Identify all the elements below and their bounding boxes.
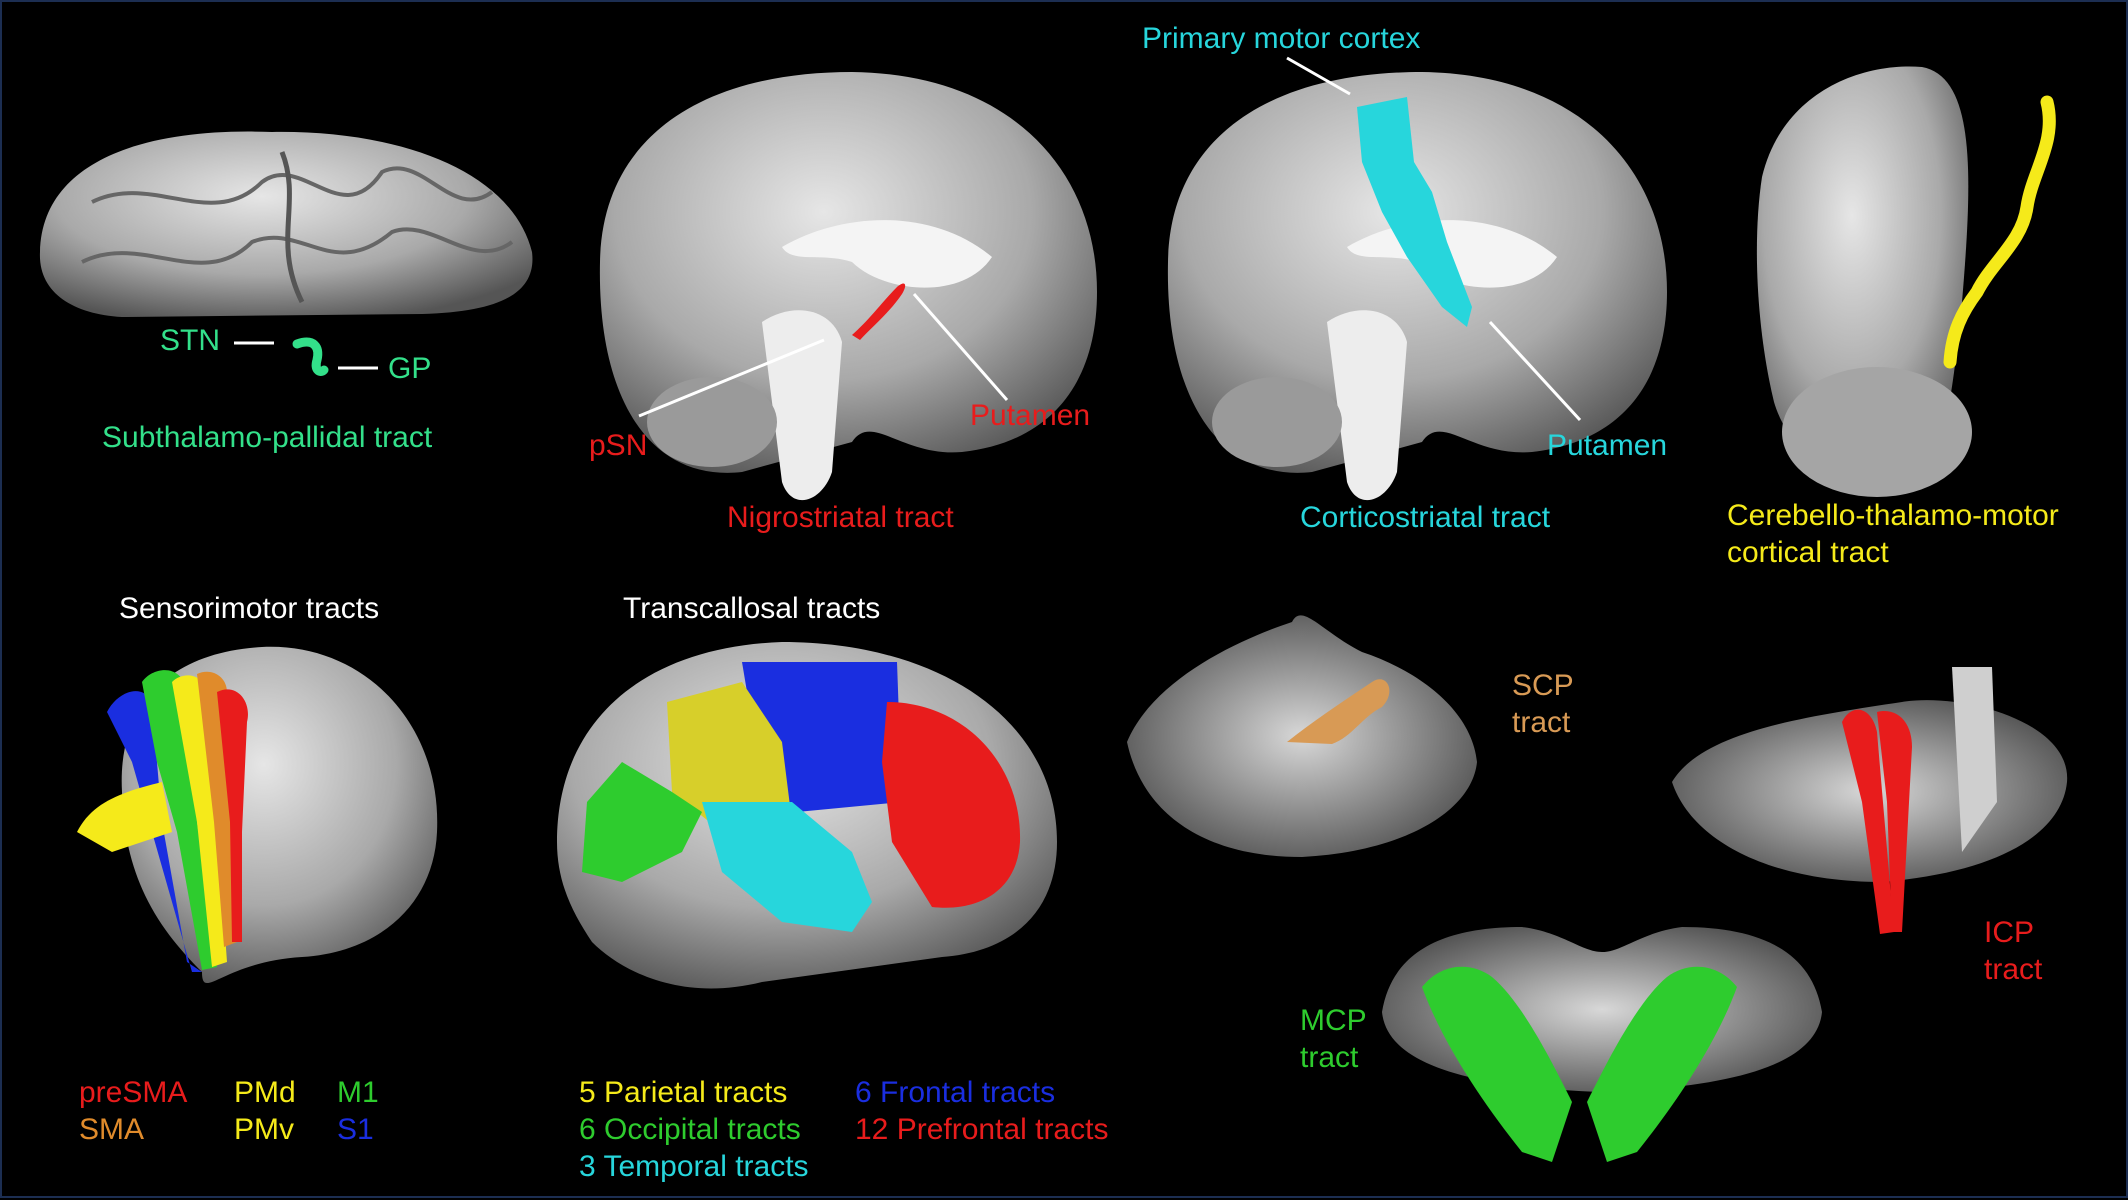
transcallosal-title: Transcallosal tracts — [623, 592, 881, 625]
psn-label: pSN — [589, 429, 648, 462]
cerebello-title-line2: cortical tract — [1727, 536, 1889, 569]
legend-pmv: PMv — [234, 1113, 294, 1146]
nigrostriatal-tract — [852, 283, 906, 340]
scp-label-line2: tract — [1512, 706, 1571, 739]
legend-frontal: 6 Frontal tracts — [855, 1076, 1056, 1109]
putamen3-pointer — [1488, 320, 1582, 422]
psn-pointer — [638, 338, 825, 418]
subthalamo-pallidal-title: Subthalamo-pallidal tract — [102, 421, 433, 454]
cerebello-title-line1: Cerebello-thalamo-motor — [1727, 499, 2059, 532]
nigrostriatal-title: Nigrostriatal tract — [727, 501, 954, 534]
legend-occipital: 6 Occipital tracts — [579, 1113, 801, 1146]
scp-tract — [1287, 679, 1390, 744]
brain-medial-panel3 — [1167, 72, 1667, 501]
transcallosal-tracts — [582, 662, 1021, 932]
icp-label-line2: tract — [1984, 953, 2043, 986]
legend-s1: S1 — [337, 1113, 374, 1146]
corticostriatal-title: Corticostriatal tract — [1300, 501, 1551, 534]
corticostriatal-tract — [1357, 97, 1472, 327]
icp-tract — [1842, 709, 1912, 934]
legend-prefrontal: 12 Prefrontal tracts — [855, 1113, 1109, 1146]
icp-label-line1: ICP — [1984, 916, 2035, 949]
legend-pmd: PMd — [234, 1076, 296, 1109]
legend-m1: M1 — [337, 1076, 379, 1109]
scp-label-line1: SCP — [1512, 669, 1574, 702]
legend-temporal: 3 Temporal tracts — [579, 1150, 809, 1183]
putamen2-pointer — [912, 293, 1009, 401]
cerebello-thalamo-motor-tract — [1943, 95, 2056, 369]
primary-motor-cortex-label: Primary motor cortex — [1142, 22, 1421, 55]
stn-label: STN — [160, 324, 220, 357]
brain-posterior-panel4 — [1756, 66, 1972, 497]
brain-medial-panel2 — [599, 72, 1097, 501]
legend-presma: preSMA — [79, 1076, 188, 1109]
putamen2-label: Putamen — [970, 399, 1091, 432]
legend-sma: SMA — [79, 1113, 145, 1146]
putamen3-label: Putamen — [1547, 429, 1668, 462]
mcp-label-line2: tract — [1300, 1041, 1359, 1074]
mcp-label-line1: MCP — [1300, 1004, 1367, 1037]
sensorimotor-title: Sensorimotor tracts — [119, 592, 380, 625]
brain-lateral-panel1 — [39, 131, 533, 317]
subthalamo-pallidal-tract — [292, 337, 329, 376]
gp-label: GP — [388, 352, 432, 385]
legend-parietal: 5 Parietal tracts — [579, 1076, 788, 1109]
mcp-tract — [1422, 966, 1737, 1162]
cortex-pointer — [1286, 56, 1351, 96]
sensorimotor-tracts — [77, 670, 248, 972]
